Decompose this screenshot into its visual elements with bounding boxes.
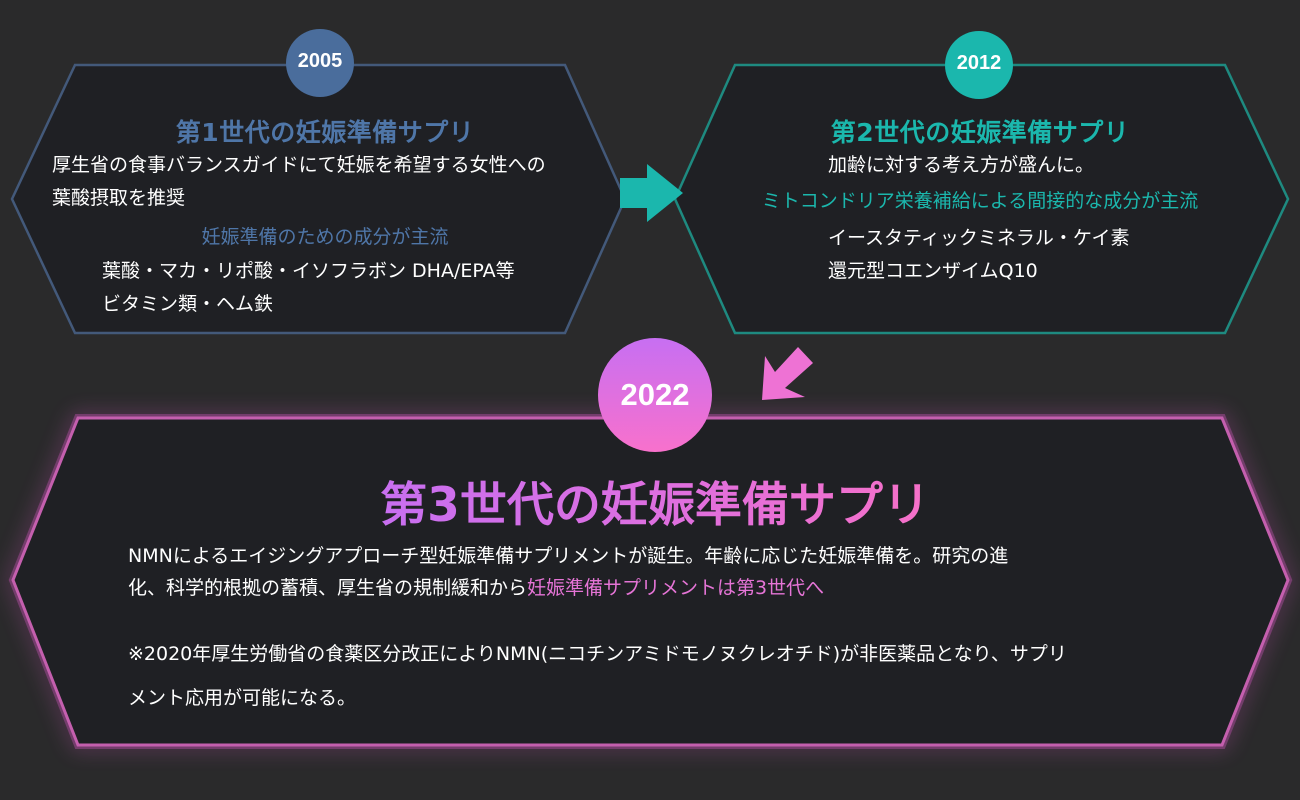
gen3-year-badge: 2022 (620, 377, 690, 412)
gen1-ingredient-line: ビタミン類・ヘム鉄 (102, 293, 274, 315)
arrow-right-icon (620, 164, 683, 222)
gen1-description-line: 厚生省の食事バランスガイドにて妊娠を希望する女性への (52, 154, 546, 176)
gen1-hexagon (10, 63, 627, 335)
gen1-description-line: 葉酸摂取を推奨 (52, 187, 186, 209)
gen3-year-badge-circle (598, 338, 712, 452)
gen1-ingredients: 葉酸・マカ・リポ酸・イソフラボン DHA/EPA等 ビタミン類・ヘム鉄 (102, 255, 515, 321)
gen2-ingredients: イースタティックミネラル・ケイ素 還元型コエンザイムQ10 (828, 222, 1130, 288)
gen3-paragraph: NMNによるエイジングアプローチ型妊娠準備サプリメントが誕生。年齢に応じた妊娠準… (128, 540, 1008, 604)
gen3-title: 第3世代の妊娠準備サプリ (380, 478, 930, 533)
gen2-ingredient-line: 還元型コエンザイムQ10 (828, 260, 1038, 282)
gen3-hexagon (11, 416, 1290, 747)
gen2-subheading: ミトコンドリア栄養補給による間接的な成分が主流 (761, 190, 1199, 212)
gen1-description: 厚生省の食事バランスガイドにて妊娠を希望する女性への 葉酸摂取を推奨 (52, 149, 546, 215)
gen3-note-line: ※2020年厚生労働省の食薬区分改正によりNMN(ニコチンアミドモノヌクレオチド… (128, 643, 1067, 665)
gen3-paragraph-highlight: 妊娠準備サプリメントは第3世代へ (527, 577, 825, 599)
gen1-ingredient-line: 葉酸・マカ・リポ酸・イソフラボン DHA/EPA等 (102, 260, 515, 282)
gen3-title-wrap: 第3世代の妊娠準備サプリ (0, 466, 1300, 535)
arrow-down-left-icon (762, 347, 813, 400)
gen2-description: 加齢に対する考え方が盛んに。 (828, 154, 1095, 176)
gen2-year-badge-circle (945, 31, 1013, 99)
gen3-paragraph-line: 化、科学的根拠の蓄積、厚生省の規制緩和から妊娠準備サプリメントは第3世代へ (128, 572, 1008, 604)
gen2-title: 第2世代の妊娠準備サプリ (830, 118, 1130, 147)
gen3-paragraph-line: NMNによるエイジングアプローチ型妊娠準備サプリメントが誕生。年齢に応じた妊娠準… (128, 545, 1009, 567)
gen1-year-badge-circle (286, 29, 354, 97)
gen2-year-badge: 2012 (956, 52, 1002, 74)
gen3-note: ※2020年厚生労働省の食薬区分改正によりNMN(ニコチンアミドモノヌクレオチド… (128, 632, 1067, 720)
gen2-ingredient-line: イースタティックミネラル・ケイ素 (828, 227, 1130, 249)
gen1-title: 第1世代の妊娠準備サプリ (175, 118, 475, 147)
gen1-subheading: 妊娠準備のための成分が主流 (201, 226, 449, 248)
gen1-year-badge: 2005 (297, 50, 343, 72)
gen3-note-line: メント応用が可能になる。 (128, 687, 357, 709)
gen3-paragraph-prefix: 化、科学的根拠の蓄積、厚生省の規制緩和から (128, 577, 528, 599)
